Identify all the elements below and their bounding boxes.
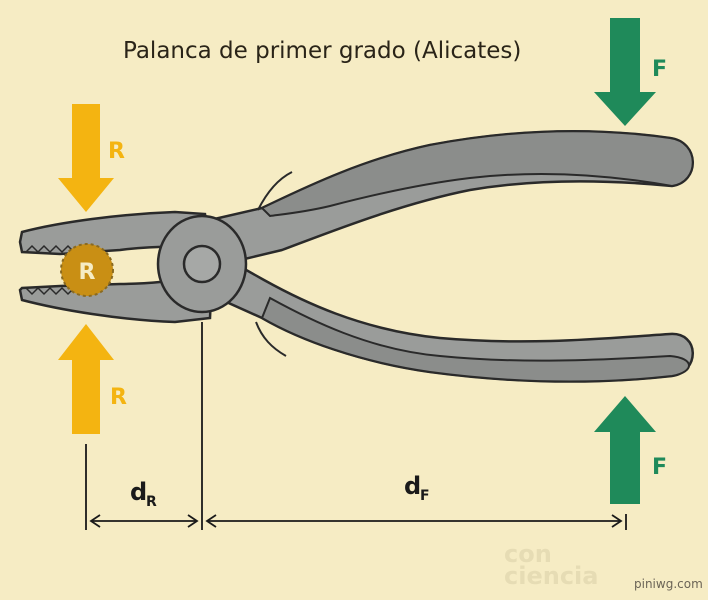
distance-dr-arrow: [89, 514, 199, 528]
resistance-label-top: R: [108, 139, 125, 164]
diagram-title: Palanca de primer grado (Alicates): [123, 38, 521, 64]
distance-df-arrow: [205, 514, 623, 528]
upper-grip: [260, 130, 694, 218]
pliers: [18, 129, 694, 383]
pivot-joint: [182, 244, 222, 284]
distance-df-subscript: F: [420, 488, 430, 504]
distance-guides: [85, 322, 627, 530]
resistance-arrow-bottom: [58, 324, 114, 434]
resistance-label-bottom: R: [110, 385, 127, 410]
distance-dr-subscript: R: [146, 494, 157, 510]
force-arrow-top: [594, 18, 656, 126]
force-label-bottom: F: [652, 455, 667, 480]
watermark-site: piniwg.com: [634, 577, 703, 591]
distance-dr-label: d: [130, 478, 147, 506]
gripped-object: R: [60, 243, 114, 297]
object-label: R: [79, 260, 96, 285]
distance-df-label: d: [404, 472, 421, 500]
lower-grip: [260, 296, 690, 383]
watermark-line2: ciencia: [504, 562, 598, 590]
force-arrow-bottom: [594, 396, 656, 504]
resistance-arrow-top: [58, 104, 114, 212]
force-label-top: F: [652, 57, 667, 82]
watermark-line1: con: [504, 540, 552, 568]
